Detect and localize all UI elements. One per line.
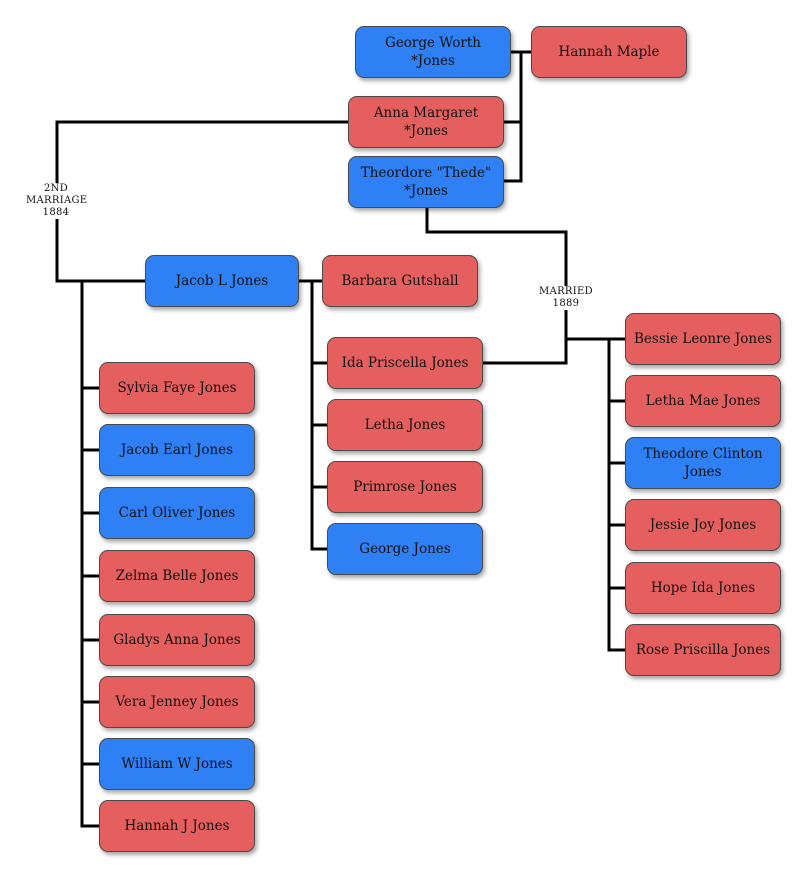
- person-ida-priscella-jones[interactable]: Ida Priscella Jones: [327, 337, 483, 389]
- person-hannah-j-jones[interactable]: Hannah J Jones: [99, 800, 255, 852]
- married-note: MARRIED 1889: [533, 286, 599, 310]
- married-note-line: 1889: [552, 298, 580, 309]
- person-name: Ida Priscella Jones: [341, 355, 469, 371]
- person-name: George Jones: [359, 541, 451, 557]
- person-name: Bessie Leonre Jones: [633, 331, 773, 347]
- person-letha-jones[interactable]: Letha Jones: [327, 399, 483, 451]
- person-name: Theodore Clinton Jones: [643, 446, 763, 480]
- person-name: Carl Oliver Jones: [118, 505, 236, 521]
- person-zelma-belle-jones[interactable]: Zelma Belle Jones: [99, 550, 255, 602]
- person-name: Jessie Joy Jones: [649, 517, 757, 533]
- person-george-worth-jones[interactable]: George Worth *Jones: [355, 26, 511, 78]
- person-hannah-maple[interactable]: Hannah Maple: [531, 26, 687, 78]
- person-gladys-anna-jones[interactable]: Gladys Anna Jones: [99, 614, 255, 666]
- person-hope-ida-jones[interactable]: Hope Ida Jones: [625, 562, 781, 614]
- person-jacob-earl-jones[interactable]: Jacob Earl Jones: [99, 424, 255, 476]
- person-name: Letha Jones: [364, 417, 446, 433]
- person-name: Sylvia Faye Jones: [117, 380, 237, 396]
- person-name: William W Jones: [121, 756, 233, 772]
- person-theordore-jones[interactable]: Theordore "Thede" *Jones: [348, 156, 504, 208]
- second-marriage-note-line: MARRIAGE: [26, 195, 88, 206]
- person-theodore-clinton-jones[interactable]: Theodore Clinton Jones: [625, 437, 781, 489]
- person-name: Vera Jenney Jones: [115, 694, 239, 710]
- person-name: Hope Ida Jones: [650, 580, 756, 596]
- second-marriage-note-line: 2ND: [43, 183, 69, 194]
- person-sylvia-faye-jones[interactable]: Sylvia Faye Jones: [99, 362, 255, 414]
- person-name: Gladys Anna Jones: [113, 632, 241, 648]
- person-carl-oliver-jones[interactable]: Carl Oliver Jones: [99, 487, 255, 539]
- person-name: George Worth *Jones: [385, 35, 481, 69]
- person-name: Rose Priscilla Jones: [635, 642, 771, 658]
- person-letha-mae-jones[interactable]: Letha Mae Jones: [625, 375, 781, 427]
- person-name: Jacob Earl Jones: [120, 442, 234, 458]
- person-primrose-jones[interactable]: Primrose Jones: [327, 461, 483, 513]
- person-name: Hannah J Jones: [124, 818, 230, 834]
- person-name: Zelma Belle Jones: [115, 568, 239, 584]
- person-name: Anna Margaret *Jones: [373, 105, 479, 139]
- person-jessie-joy-jones[interactable]: Jessie Joy Jones: [625, 499, 781, 551]
- person-name: Letha Mae Jones: [645, 393, 761, 409]
- person-vera-jenney-jones[interactable]: Vera Jenney Jones: [99, 676, 255, 728]
- person-jacob-l-jones[interactable]: Jacob L Jones: [145, 255, 299, 307]
- person-name: Barbara Gutshall: [341, 273, 459, 289]
- person-rose-priscilla-jones[interactable]: Rose Priscilla Jones: [625, 624, 781, 676]
- second-marriage-note: 2ND MARRIAGE 1884: [26, 183, 88, 219]
- person-anna-margaret-jones[interactable]: Anna Margaret *Jones: [348, 96, 504, 148]
- person-william-w-jones[interactable]: William W Jones: [99, 738, 255, 790]
- person-george-jones[interactable]: George Jones: [327, 523, 483, 575]
- married-note-line: MARRIED: [539, 286, 593, 297]
- person-name: Theordore "Thede" *Jones: [360, 165, 492, 199]
- person-bessie-leonre-jones[interactable]: Bessie Leonre Jones: [625, 313, 781, 365]
- person-name: Primrose Jones: [353, 479, 457, 495]
- second-marriage-note-line: 1884: [42, 207, 70, 218]
- person-barbara-gutshall[interactable]: Barbara Gutshall: [322, 255, 478, 307]
- person-name: Jacob L Jones: [175, 273, 269, 289]
- person-name: Hannah Maple: [558, 44, 660, 60]
